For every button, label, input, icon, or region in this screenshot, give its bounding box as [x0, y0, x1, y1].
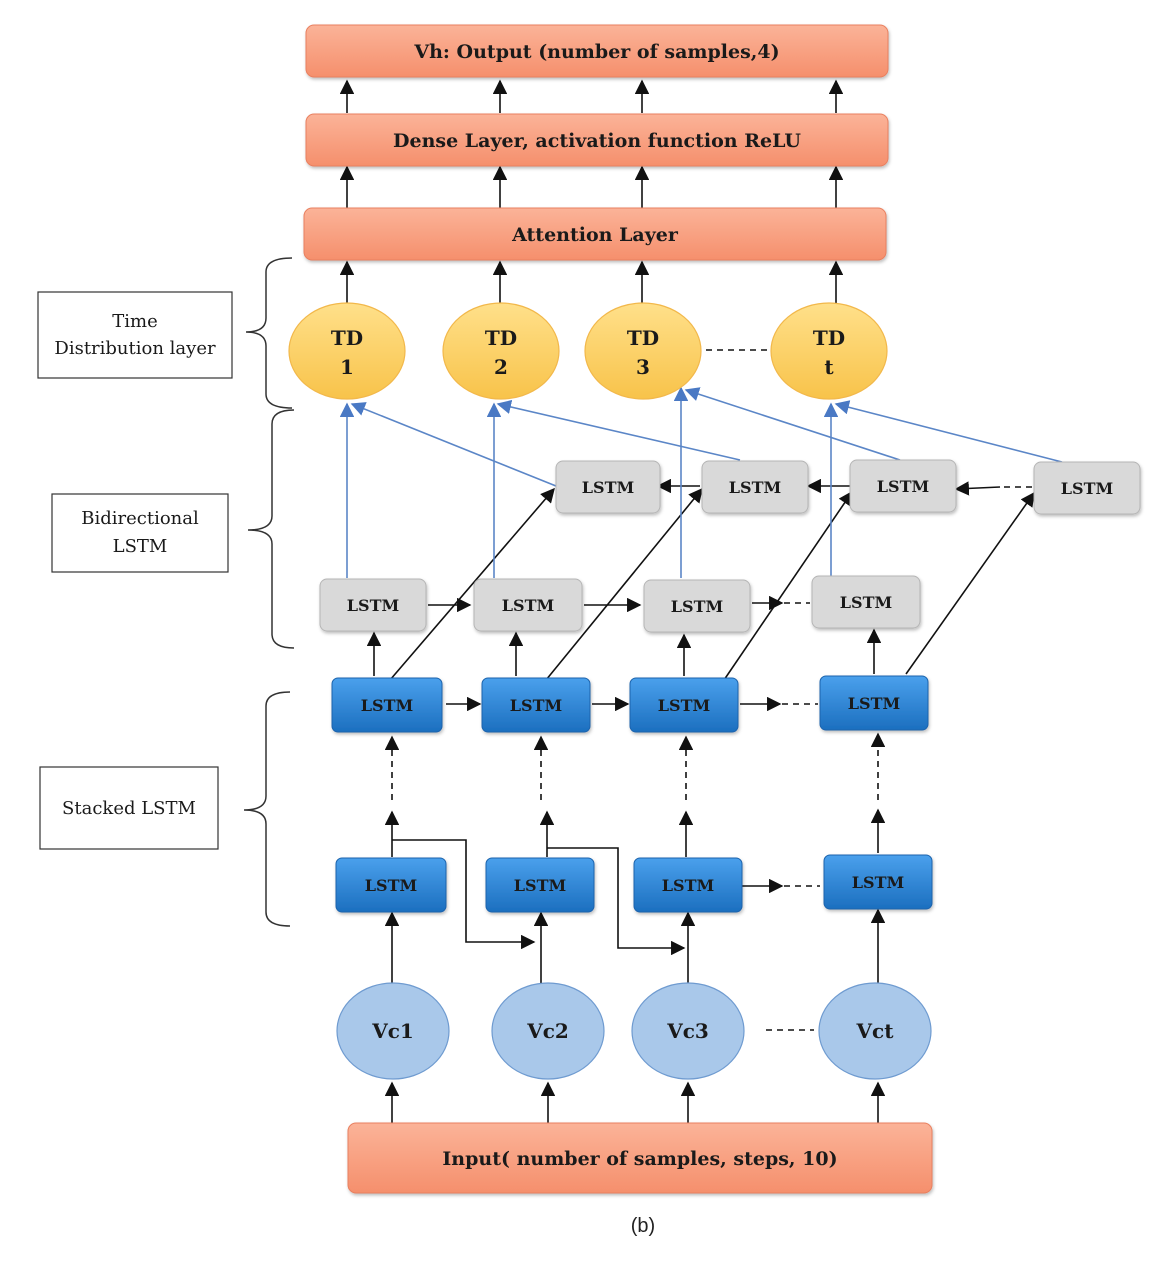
stacked-top-cell-4-label: LSTM — [848, 694, 900, 713]
stacked-top-cell-2: LSTM — [481, 677, 591, 733]
stacked-bottom-cell-1-label: LSTM — [365, 876, 417, 895]
stacked-bottom-cell-4-label: LSTM — [852, 873, 904, 892]
bidirectional-label-box: Bidirectional LSTM — [51, 493, 229, 573]
bilstm-forward-cell-4: LSTM — [811, 575, 921, 629]
bilstm-forward-cell-2: LSTM — [473, 578, 583, 632]
td-node-1: TD 1 — [288, 302, 406, 400]
td-node-1-line1: TD — [331, 326, 363, 350]
bilstm-backward-cell-4-label: LSTM — [1061, 479, 1113, 498]
figure-caption: (b) — [631, 1215, 655, 1237]
blue-connectors — [339, 386, 1063, 578]
stacked-top-cell-1-label: LSTM — [361, 696, 413, 715]
stacked-top-cell-3: LSTM — [629, 677, 739, 733]
td-node-3-line2: 3 — [636, 355, 650, 379]
input-layer-box: Input( number of samples, steps, 10) — [347, 1122, 933, 1194]
stacked-top-cell-1: LSTM — [331, 677, 443, 733]
dense-layer-box: Dense Layer, activation function ReLU — [305, 113, 889, 167]
bidirectional-label-line1: Bidirectional — [81, 508, 199, 529]
stacked-label-box: Stacked LSTM — [39, 766, 219, 850]
brace-stacked — [243, 691, 291, 927]
stacked-bottom-cell-2: LSTM — [485, 857, 595, 913]
stacked-bottom-cell-3-label: LSTM — [662, 876, 714, 895]
bilstm-forward-cell-3-label: LSTM — [671, 597, 723, 616]
bilstm-forward-cell-2-label: LSTM — [502, 596, 554, 615]
bilstm-forward-cell-1-label: LSTM — [347, 596, 399, 615]
time-distribution-label-line2: Distribution layer — [54, 338, 216, 359]
bilstm-forward-cell-3: LSTM — [643, 579, 751, 633]
input-node-vc1-label: Vc1 — [371, 1019, 414, 1043]
bilstm-forward-cell-1: LSTM — [319, 578, 427, 632]
output-layer-box: Vh: Output (number of samples,4) — [305, 24, 889, 78]
bilstm-backward-cell-1-label: LSTM — [582, 478, 634, 497]
input-node-vct: Vct — [818, 982, 932, 1080]
stacked-bottom-cell-1: LSTM — [335, 857, 447, 913]
input-node-vc3-label: Vc3 — [666, 1019, 709, 1043]
bilstm-backward-cell-2: LSTM — [701, 460, 809, 514]
bidirectional-label-line2: LSTM — [113, 536, 168, 557]
td-node-3: TD 3 — [584, 302, 702, 400]
group-braces — [243, 257, 295, 927]
input-node-vc3: Vc3 — [631, 982, 745, 1080]
stacked-top-cell-2-label: LSTM — [510, 696, 562, 715]
td-node-t: TD t — [770, 302, 888, 400]
bilstm-forward-cell-4-label: LSTM — [840, 593, 892, 612]
brace-bidirectional — [247, 409, 295, 649]
stacked-bottom-cell-2-label: LSTM — [514, 876, 566, 895]
input-node-vc1: Vc1 — [336, 982, 450, 1080]
bilstm-backward-cell-3: LSTM — [849, 459, 957, 513]
td-node-3-line1: TD — [627, 326, 659, 350]
time-distribution-label-box: Time Distribution layer — [37, 291, 233, 379]
time-distribution-label-line1: Time — [112, 311, 157, 332]
input-layer-text: Input( number of samples, steps, 10) — [442, 1148, 837, 1170]
brace-time-distribution — [245, 257, 293, 409]
td-node-2-line1: TD — [485, 326, 517, 350]
td-node-1-line2: 1 — [340, 355, 354, 379]
input-node-vc2: Vc2 — [491, 982, 605, 1080]
td-node-2-line2: 2 — [494, 355, 508, 379]
td-node-t-line2: t — [824, 355, 834, 379]
bilstm-backward-cell-3-label: LSTM — [877, 477, 929, 496]
bilstm-backward-cell-1: LSTM — [555, 460, 661, 514]
td-node-t-line1: TD — [813, 326, 845, 350]
attention-layer-box: Attention Layer — [303, 207, 887, 261]
output-layer-text: Vh: Output (number of samples,4) — [413, 41, 779, 63]
td-node-2: TD 2 — [442, 302, 560, 400]
stacked-bottom-cell-3: LSTM — [633, 857, 743, 913]
stacked-top-cell-3-label: LSTM — [658, 696, 710, 715]
stacked-label-text: Stacked LSTM — [62, 798, 196, 819]
dense-layer-text: Dense Layer, activation function ReLU — [393, 130, 801, 152]
bilstm-backward-cell-4: LSTM — [1033, 461, 1141, 515]
input-node-vc2-label: Vc2 — [526, 1019, 569, 1043]
stacked-bottom-cell-4: LSTM — [823, 854, 933, 910]
input-node-vct-label: Vct — [856, 1019, 895, 1043]
stacked-top-cell-4: LSTM — [819, 675, 929, 731]
attention-layer-text: Attention Layer — [511, 224, 679, 246]
bilstm-backward-cell-2-label: LSTM — [729, 478, 781, 497]
black-connectors — [339, 79, 1035, 1123]
